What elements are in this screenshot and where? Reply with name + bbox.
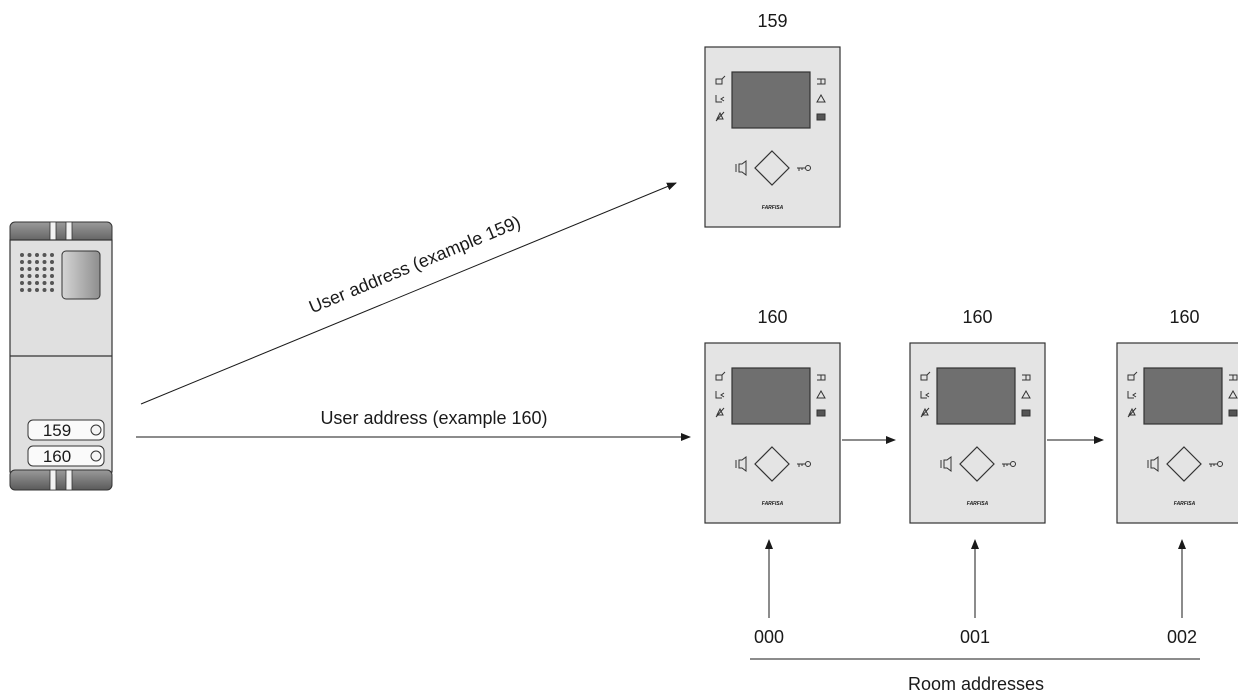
monitor-address: 159: [757, 11, 787, 31]
speaker-grille: [20, 253, 54, 292]
nav-diamond[interactable]: [1166, 446, 1202, 482]
monitor-address: 160: [757, 307, 787, 327]
lower-arrow-label: User address (example 160): [320, 408, 547, 428]
monitor-screen: [1143, 367, 1223, 425]
monitor-screen: [731, 71, 811, 129]
brand-logo: FARFISA: [967, 501, 989, 507]
brand-logo: FARFISA: [762, 501, 784, 507]
speaker-icon[interactable]: [735, 456, 747, 472]
monitor-left-icons: [715, 371, 726, 418]
room-address-label: 000: [754, 627, 784, 647]
monitor-address: 160: [1169, 307, 1199, 327]
nav-diamond[interactable]: [754, 446, 790, 482]
room-address-label: 002: [1167, 627, 1197, 647]
key-icon[interactable]: [1209, 461, 1223, 468]
brand-logo: FARFISA: [1174, 501, 1196, 507]
monitor-screen: [731, 367, 811, 425]
room-addresses-caption: Room addresses: [908, 674, 1044, 694]
key-icon[interactable]: [1002, 461, 1016, 468]
key-icon[interactable]: [797, 165, 811, 172]
speaker-icon[interactable]: [1147, 456, 1159, 472]
room-address-label: 001: [960, 627, 990, 647]
monitor-right-icons: [1021, 374, 1031, 417]
key-icon[interactable]: [797, 461, 811, 468]
call-button-159[interactable]: 159: [27, 419, 105, 441]
call-button-label: 159: [43, 421, 71, 440]
brand-logo: FARFISA: [762, 205, 784, 211]
nav-diamond[interactable]: [959, 446, 995, 482]
monitor-address: 160: [962, 307, 992, 327]
monitor-left-icons: [1127, 371, 1138, 418]
call-button-label: 160: [43, 447, 71, 466]
upper-arrow-label: User address (example 159): [306, 212, 523, 317]
monitor-screen: [936, 367, 1016, 425]
monitor-right-icons: [816, 78, 826, 121]
monitor-left-icons: [920, 371, 931, 418]
monitor-right-icons: [1228, 374, 1238, 417]
nav-diamond[interactable]: [754, 150, 790, 186]
call-button-160[interactable]: 160: [27, 445, 105, 467]
monitor-right-icons: [816, 374, 826, 417]
monitor-left-icons: [715, 75, 726, 122]
speaker-icon[interactable]: [735, 160, 747, 176]
speaker-icon[interactable]: [940, 456, 952, 472]
arrow-to-159: [140, 182, 677, 405]
